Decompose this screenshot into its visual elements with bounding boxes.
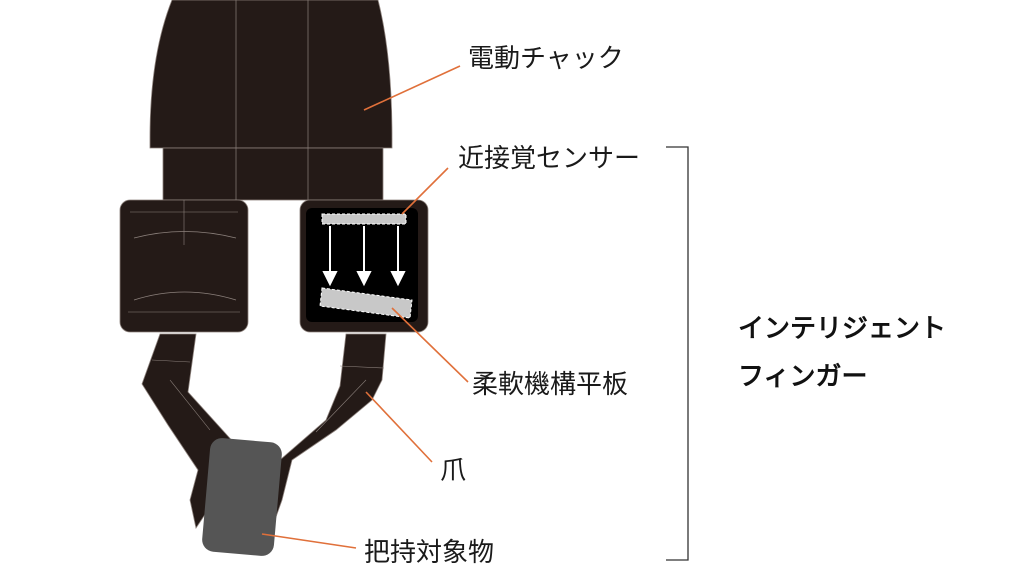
- group-title-line2: フィンガー: [738, 362, 868, 392]
- right-claw: [267, 333, 387, 529]
- group-title-line1: インテリジェント: [738, 314, 947, 344]
- label-flexible-plate: 柔軟機構平板: [472, 370, 629, 400]
- label-grasped-object: 把持対象物: [364, 538, 495, 568]
- left-finger-block: [119, 199, 249, 333]
- group-bracket: [666, 146, 689, 561]
- right-finger-block: [299, 199, 429, 333]
- label-claw: 爪: [440, 456, 467, 486]
- leader-lines: [261, 65, 469, 549]
- label-proximity-sensor: 近接覚センサー: [458, 144, 641, 174]
- grasped-object: [202, 438, 282, 556]
- label-electric-chuck: 電動チャック: [468, 44, 624, 74]
- electric-chuck: [149, 0, 393, 201]
